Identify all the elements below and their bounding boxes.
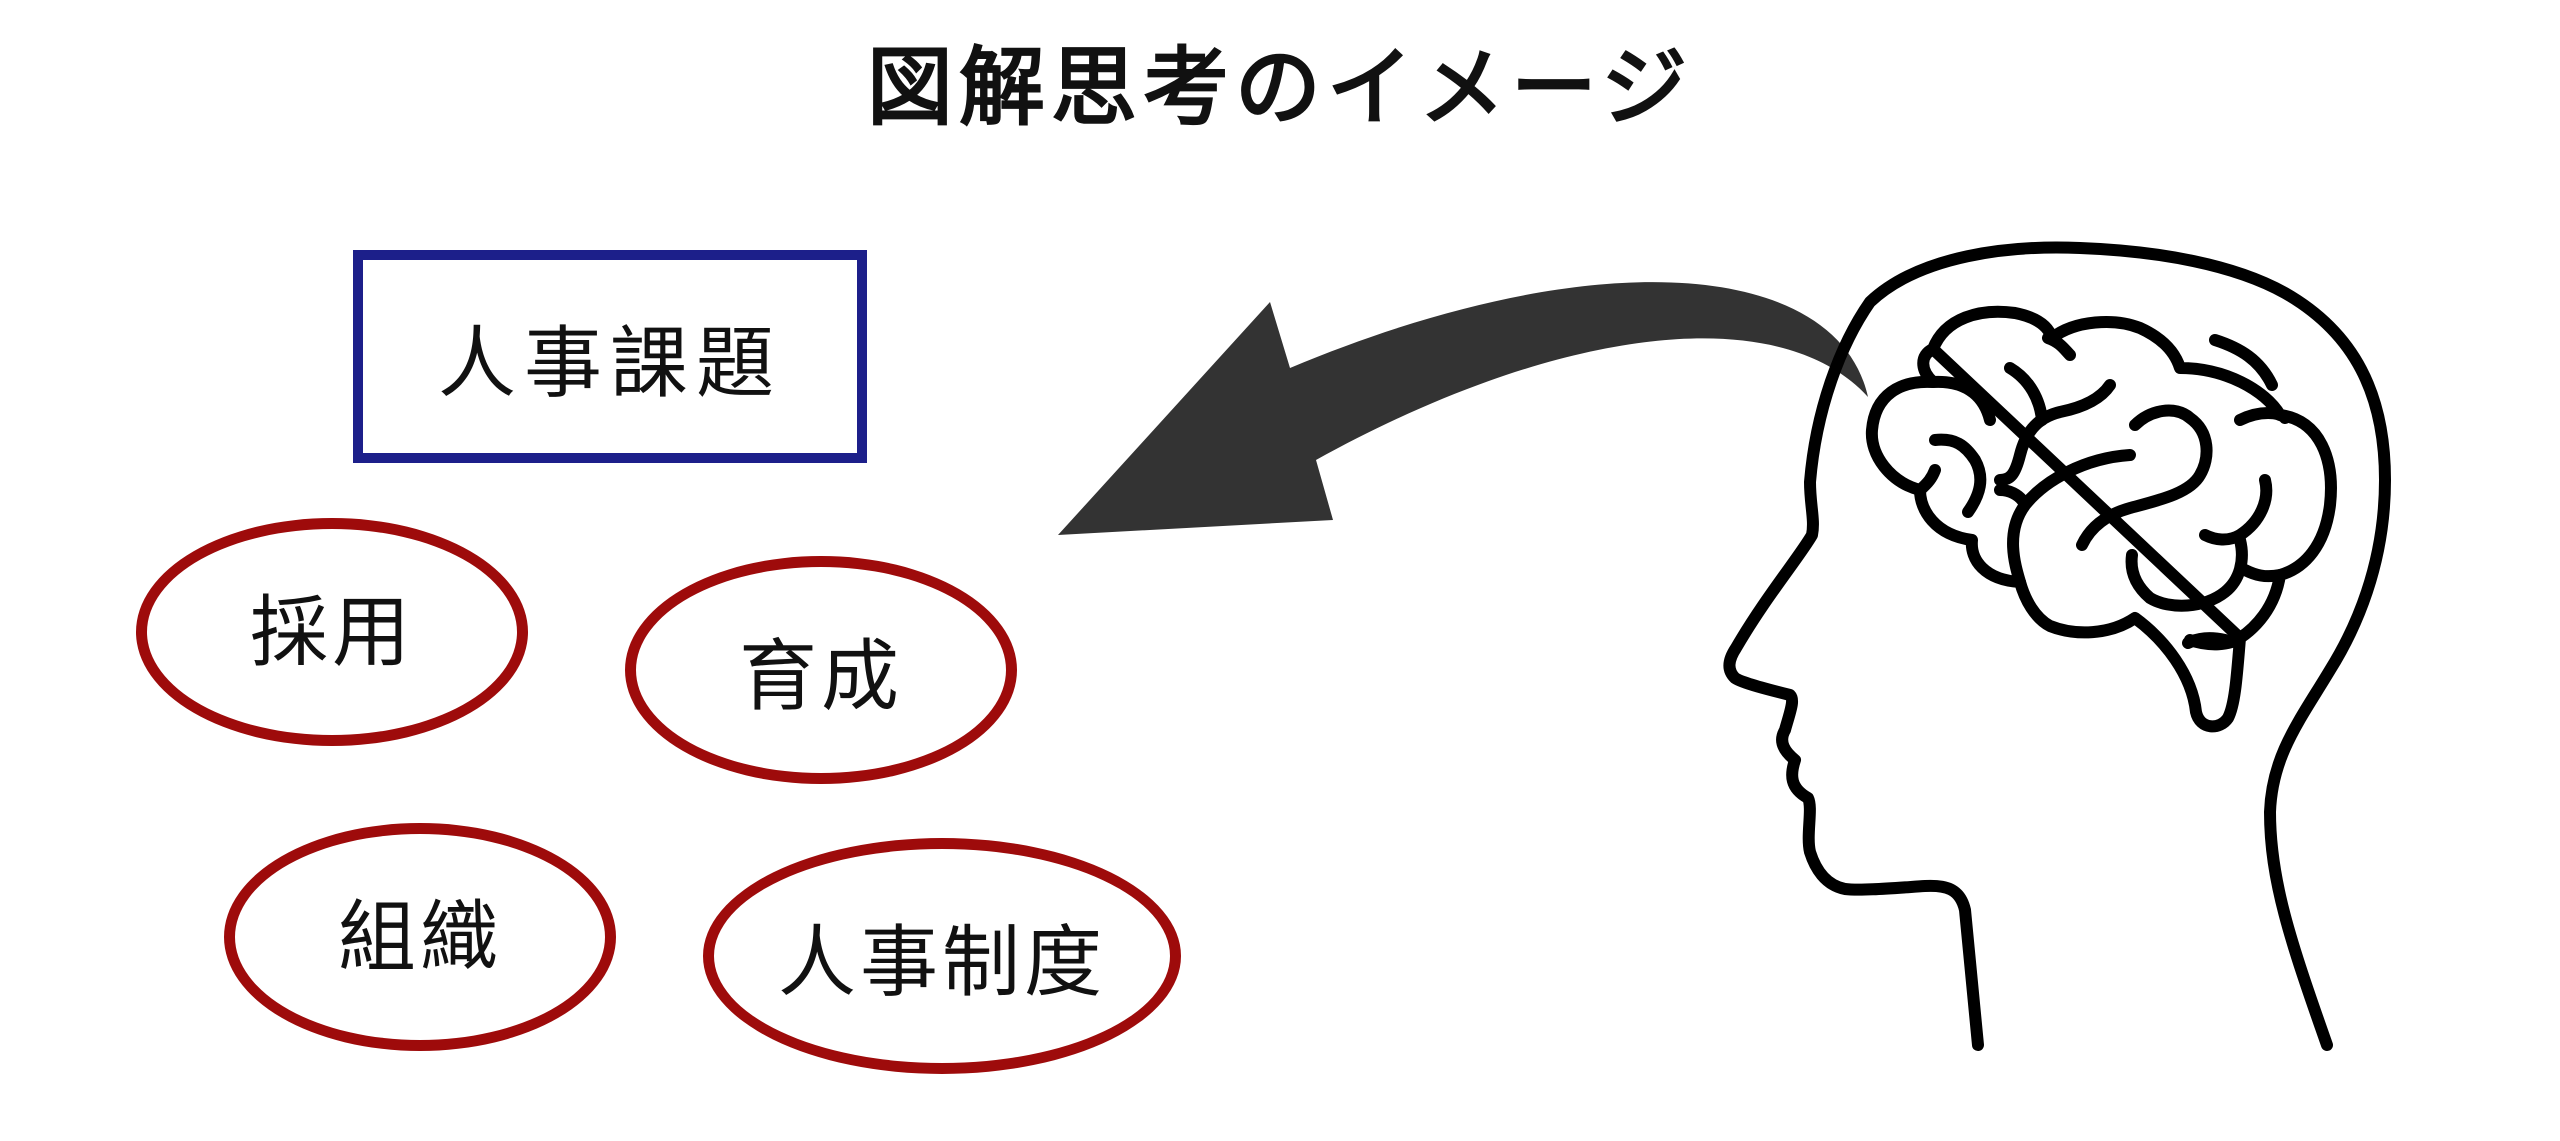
issue-box: 人事課題 [353, 250, 867, 463]
brain-icon [1865, 305, 2337, 733]
topic-ellipse-organization: 組織 [224, 823, 616, 1051]
head-outline [1723, 241, 2391, 1051]
topic-label: 育成 [738, 632, 903, 722]
issue-box-label: 人事課題 [437, 318, 782, 409]
topic-ellipse-development: 育成 [625, 556, 1017, 784]
curved-arrow [1058, 282, 1868, 535]
topic-label: 人事制度 [777, 918, 1106, 1008]
head-with-brain-icon [1723, 241, 2391, 1051]
topic-ellipse-hr-system: 人事制度 [703, 838, 1181, 1074]
topic-label: 組織 [337, 893, 502, 983]
topic-ellipse-recruitment: 採用 [136, 518, 528, 746]
brain-outline [1865, 305, 2337, 733]
topic-label: 採用 [249, 588, 414, 678]
page-title: 図解思考のイメージ [866, 38, 1694, 138]
